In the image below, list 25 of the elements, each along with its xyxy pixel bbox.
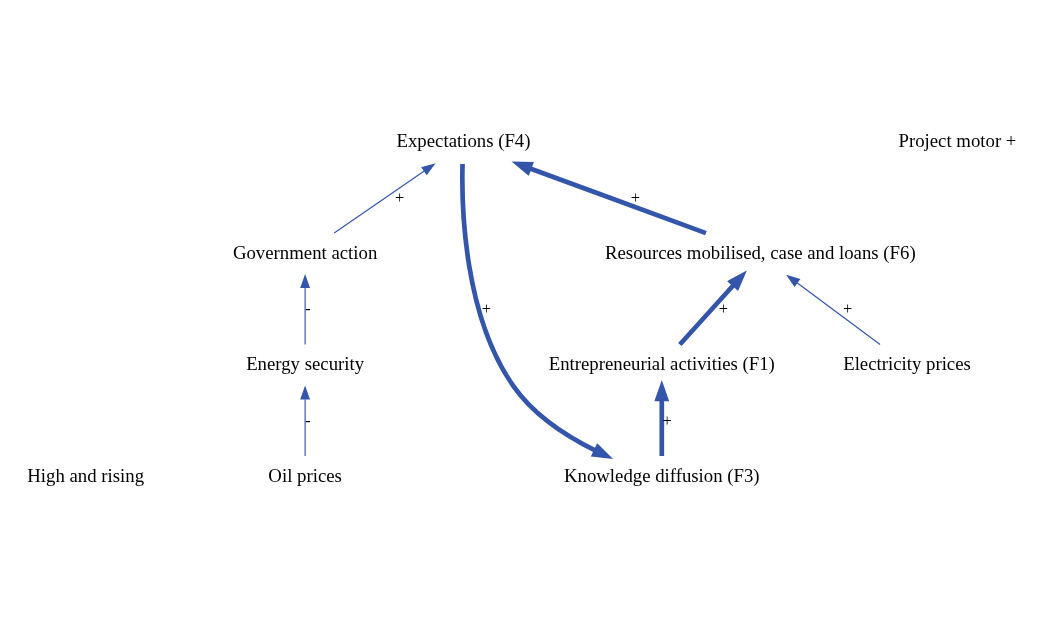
arrow <box>300 384 311 457</box>
node-text: Electricity prices <box>843 352 971 374</box>
node-text: Knowledge diffusion (F3) <box>563 464 760 486</box>
node-text: Resources mobilised, case and loans (F6) <box>605 241 916 263</box>
edge-label: - <box>305 298 311 318</box>
node-text: Government action <box>232 241 378 263</box>
label: High and rising <box>27 464 145 486</box>
arrow <box>333 162 436 234</box>
edge-label: + <box>394 187 405 207</box>
arrow <box>786 274 881 345</box>
node-text: Expectations (F4) <box>396 129 531 151</box>
arrow <box>511 161 707 235</box>
arrow <box>300 273 311 345</box>
node-text: Entrepreneurial activities (F1) <box>548 352 775 374</box>
label: Project motor + <box>898 129 1017 151</box>
arrow <box>460 163 614 459</box>
arrow <box>654 379 670 456</box>
edge-label: + <box>481 298 492 318</box>
edge-label: + <box>843 298 853 318</box>
node-text: Energy security <box>246 352 365 374</box>
edge-label: - <box>305 410 311 430</box>
node-text: Oil prices <box>268 464 342 486</box>
edge-label: + <box>718 298 729 318</box>
arrow <box>678 269 747 346</box>
edge-label: + <box>630 187 641 207</box>
